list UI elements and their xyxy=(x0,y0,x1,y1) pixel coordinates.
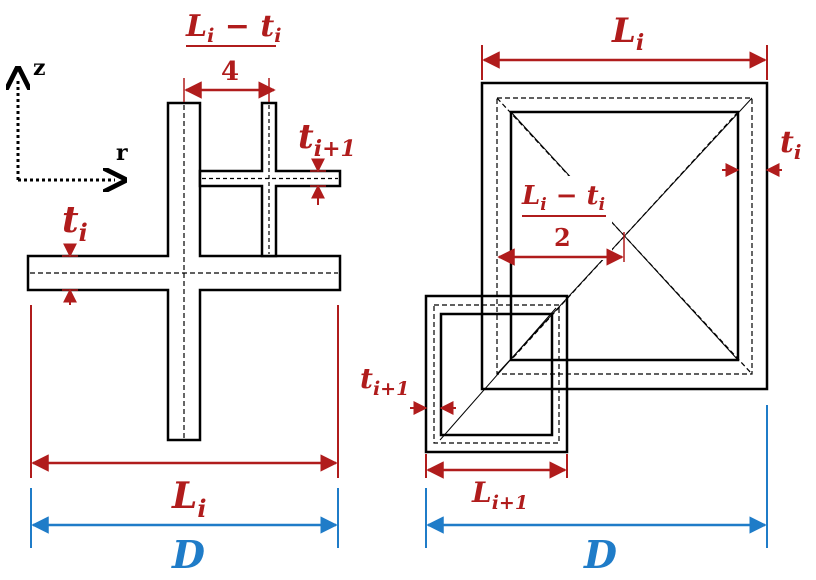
small-cross xyxy=(198,101,342,258)
large-cross xyxy=(26,101,342,442)
top-view: Li ti Li − ti 2 ti+1 Li+1 xyxy=(360,11,801,577)
small-square-midline xyxy=(433,304,560,444)
thickness-large-indicator: ti xyxy=(62,199,88,305)
t-i-plus-1-label: ti+1 xyxy=(298,117,356,162)
svg-text:2: 2 xyxy=(554,223,571,252)
small-square-outer xyxy=(424,294,569,454)
L-i-label-left: Li xyxy=(171,475,206,523)
t-i-label-right: ti xyxy=(780,125,801,164)
large-square-inner xyxy=(509,110,740,362)
svg-text:Li − ti: Li − ti xyxy=(185,9,281,47)
offset-half-label: Li − ti 2 xyxy=(518,176,612,260)
svg-text:Li − ti: Li − ti xyxy=(521,181,605,215)
offset-quarter-label: Li − ti 4 xyxy=(185,9,281,87)
frac-denominator: 4 xyxy=(221,57,239,87)
L-i-plus-1-label: Li+1 xyxy=(471,476,528,514)
small-square-inner xyxy=(439,312,554,437)
r-axis-label: r xyxy=(116,140,128,166)
L-i-label-top: Li xyxy=(611,11,644,56)
t-i-plus-1-label-right: ti+1 xyxy=(360,362,409,400)
frac-numerator-L: L xyxy=(185,9,207,44)
large-square-midline xyxy=(496,97,753,375)
D-label-left: D xyxy=(171,532,205,577)
cross-section-view: Li − ti 4 ti+1 ti xyxy=(26,9,356,577)
D-label-right: D xyxy=(583,532,617,577)
thickness-small-indicator: ti+1 xyxy=(298,117,356,205)
z-axis-label: z xyxy=(33,55,46,81)
axis-indicator: z r xyxy=(18,55,128,180)
t-i-label: ti xyxy=(62,199,88,247)
